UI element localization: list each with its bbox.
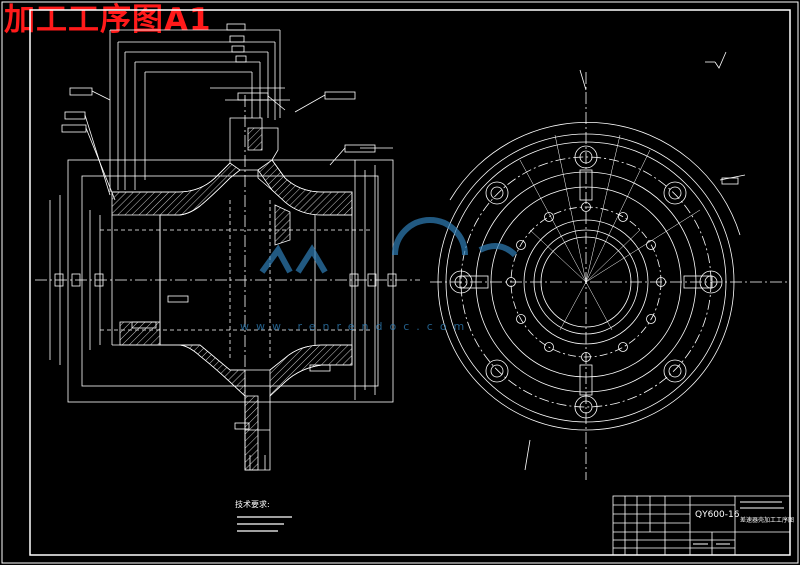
watermark-logo-icon [259,217,518,274]
fixture-outline-outer [67,159,394,403]
hatch-flange [244,395,259,471]
watermark-text: www.renrendoc.com [240,320,471,333]
end-view [430,69,790,480]
hatch-hub [247,127,263,151]
part-number: QY600-16 [695,510,740,520]
section-view [35,23,420,471]
small-holes [506,202,666,362]
roughness-symbol-icon [705,51,727,69]
title-block [612,495,791,556]
radial-lines [519,134,701,331]
tech-requirements-heading: 技术要求: [235,499,270,509]
hatch-top-right [257,159,353,216]
outer-flange-circle [437,133,735,431]
hatch-bottom-right [269,344,353,397]
tech-requirements-lines [237,516,292,532]
clamp-marks [54,273,397,287]
drawing-title: 加工工序图A1 [4,2,212,38]
drawing-frame-inner [29,9,791,556]
hatch-bottom-left [112,344,246,397]
hatch-top-left [111,162,241,216]
title-block-fill-lines [693,501,784,545]
drawing-name: 差速器壳加工工序图 [740,516,794,524]
